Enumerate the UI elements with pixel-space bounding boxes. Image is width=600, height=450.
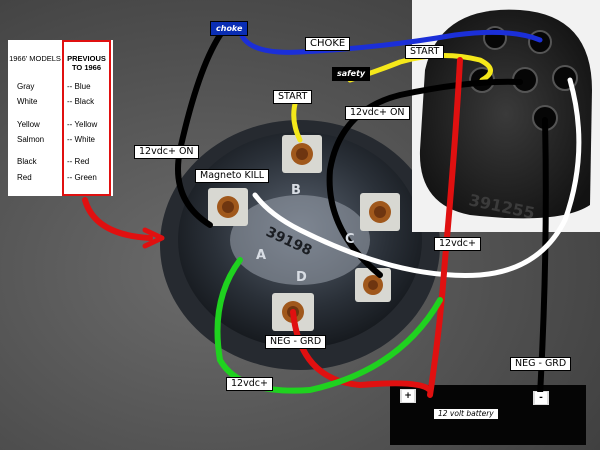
table-row-previous: -- Yellow xyxy=(67,120,98,129)
table-row-model: Red xyxy=(17,173,32,182)
red-wire-main xyxy=(427,57,463,398)
neg-grd-label-right: NEG - GRD xyxy=(510,357,572,371)
table-row-model: White xyxy=(17,97,38,106)
start-label-left: START xyxy=(273,90,313,104)
previous-models-column: PREVIOUS TO 1966 -- Blue -- Black -- Yel… xyxy=(62,40,111,196)
previous-models-header: PREVIOUS TO 1966 xyxy=(67,54,106,72)
table-row-previous: -- Green xyxy=(67,173,97,182)
table-row-model: Gray xyxy=(17,82,35,91)
models-1966-column: 1966' MODELS Gray White Yellow Salmon Bl… xyxy=(8,40,62,196)
color-code-table: 1966' MODELS Gray White Yellow Salmon Bl… xyxy=(8,40,113,196)
vdc-on-label-right: 12vdc+ ON xyxy=(345,106,410,120)
pin-label-c: C xyxy=(345,232,355,247)
red-arrow xyxy=(82,197,153,241)
start-label-top: START xyxy=(405,45,445,59)
battery-plus-terminal: + xyxy=(402,390,414,402)
pin-label-d: D xyxy=(296,270,307,285)
table-row-previous: -- Blue xyxy=(67,82,91,91)
connector-plug: 391255 xyxy=(412,0,600,232)
blue-wire xyxy=(237,27,543,55)
models-1966-header: 1966' MODELS xyxy=(9,54,61,63)
magneto-kill-label: Magneto KILL xyxy=(195,169,270,183)
red-arrow-head xyxy=(142,227,165,249)
safety-label: safety xyxy=(332,67,371,81)
table-row-previous: -- Black xyxy=(67,97,95,106)
table-row-previous: -- White xyxy=(67,135,95,144)
table-row-model: Black xyxy=(17,157,37,166)
terminal-top xyxy=(282,135,322,173)
table-row-model: Yellow xyxy=(17,120,40,129)
vdc-plus-label-red: 12vdc+ xyxy=(434,237,481,251)
choke-tag: choke xyxy=(210,21,249,36)
black-wire-right xyxy=(326,78,523,278)
vdc-plus-label-green: 12vdc+ xyxy=(226,377,273,391)
table-row-previous: -- Red xyxy=(67,157,90,166)
neg-grd-label-center: NEG - GRD xyxy=(265,335,327,349)
terminal-bottom-right xyxy=(355,268,391,302)
pin-label-b: B xyxy=(291,183,301,198)
terminal-left xyxy=(208,188,248,226)
white-wire xyxy=(252,77,582,278)
choke-label: CHOKE xyxy=(305,37,351,51)
vdc-on-label-left: 12vdc+ ON xyxy=(134,145,199,159)
table-row-model: Salmon xyxy=(17,135,45,144)
battery-label: 12 volt battery xyxy=(434,409,498,419)
battery-minus-terminal: - xyxy=(535,392,547,404)
pin-label-a: A xyxy=(256,248,267,263)
terminal-right xyxy=(360,193,400,231)
